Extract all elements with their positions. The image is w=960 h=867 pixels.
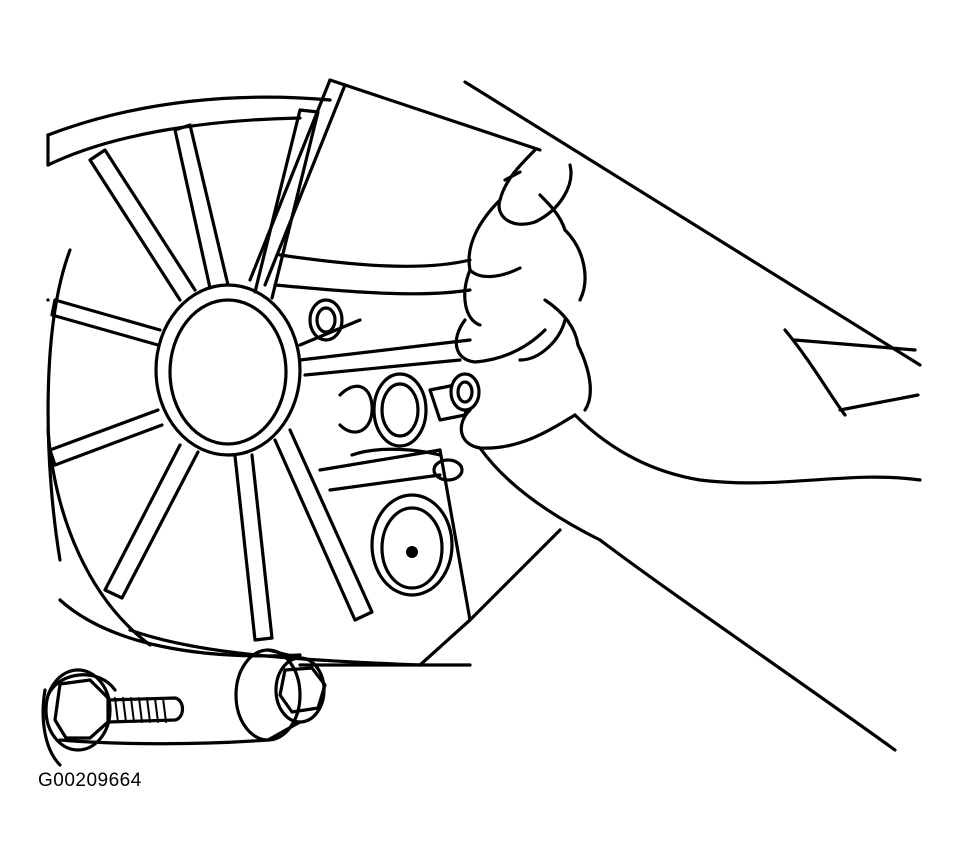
hand-icon xyxy=(449,80,922,752)
bolt-icon xyxy=(41,668,185,767)
washer-bolt-icon xyxy=(58,648,327,746)
figure-code: G00209664 xyxy=(38,770,142,791)
crankshaft-sprocket-icon xyxy=(46,78,562,667)
